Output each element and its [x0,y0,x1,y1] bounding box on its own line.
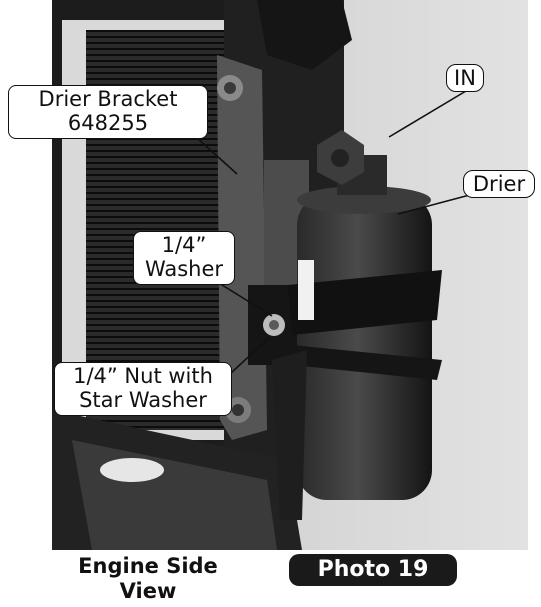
drier-bracket-callout: Drier Bracket 648255 [8,85,208,139]
nut-size-label: 1/4” Nut with [73,364,213,388]
star-washer-label: Star Washer [79,388,207,412]
nut-with-star-washer-callout: 1/4” Nut with Star Washer [54,362,232,416]
caption-view-line2: View [119,579,177,603]
drier-label: Drier [472,172,526,196]
in-port-label: IN [454,66,476,90]
photo-number-badge: Photo 19 [289,554,457,586]
in-port-callout: IN [446,64,484,92]
washer-size-label: 1/4” [161,233,207,257]
engine-side-view-caption: Engine Side View [52,554,244,604]
drier-bracket-label: Drier Bracket [38,87,178,111]
drier-bracket-part-number: 648255 [67,111,149,135]
washer-label: Washer [144,257,224,281]
washer-callout: 1/4” Washer [133,231,235,285]
drier-callout: Drier [463,170,535,198]
caption-view-line1: Engine Side [78,554,218,578]
